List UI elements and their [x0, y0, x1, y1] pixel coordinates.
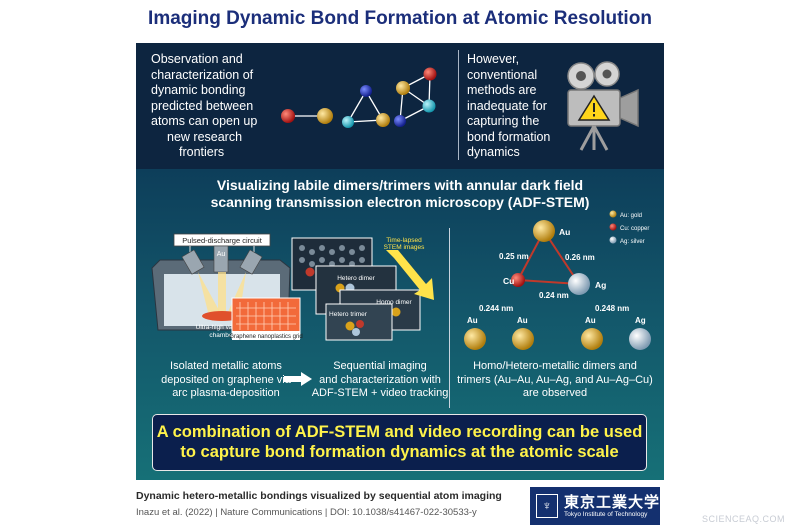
method-divider	[449, 228, 450, 408]
dimer-auau-right-label: Au	[517, 316, 528, 325]
method-title: Visualizing labile dimers/trimers with a…	[210, 177, 590, 210]
circuit-label: Pulsed-discharge circuit	[182, 236, 263, 245]
hetero-trimer-label: Hetero trimer	[329, 311, 368, 318]
atom-red	[423, 67, 437, 81]
atom-cyan	[342, 116, 354, 128]
dimer-auau-left-atom	[464, 328, 486, 350]
legend-silver-label: Ag: silver	[620, 239, 645, 245]
atom-cyan	[422, 99, 436, 113]
chamber-label: Ultra-high vacuum	[196, 324, 249, 331]
distance-au-ag: 0.26 nm	[565, 253, 595, 262]
trimer-ag-label: Ag	[595, 280, 606, 290]
dimer-auag-right-label: Ag	[635, 316, 646, 325]
hetero-dimer-label: Hetero dimer	[337, 275, 375, 282]
dimer-auag-right-atom	[629, 328, 651, 350]
legend-silver-swatch	[609, 236, 617, 244]
au-source-label: Au	[217, 251, 226, 258]
logo-jp-text: 東京工業大学	[564, 494, 661, 511]
page-title: Imaging Dynamic Bond Formation at Atomic…	[148, 8, 652, 29]
distance-au-au: 0.244 nm	[479, 304, 513, 313]
distance-cu-ag: 0.24 nm	[539, 291, 569, 300]
atom-gold	[317, 108, 333, 124]
dimer-auag-left-atom	[581, 328, 603, 350]
logo-en-text: Tokyo Institute of Technology	[564, 511, 648, 518]
legend-gold-swatch	[609, 210, 617, 218]
atom-blue	[394, 115, 406, 127]
atom-gold	[376, 113, 390, 127]
trimer-ag-atom	[568, 273, 590, 295]
intro-divider	[458, 50, 459, 160]
conclusion-banner: A combination of ADF-STEM and video reco…	[152, 414, 647, 471]
legend-copper-swatch	[609, 223, 617, 231]
trimer-cu-label: Cu	[503, 276, 514, 286]
dimer-auag-left-label: Au	[585, 316, 596, 325]
video-camera-icon	[567, 61, 639, 151]
atom-blue	[360, 85, 372, 97]
molecule-illustration	[281, 67, 437, 128]
atom-red	[281, 109, 295, 123]
svg-text:chamber: chamber	[209, 332, 235, 339]
dimer-auau-left-label: Au	[467, 316, 478, 325]
distance-au-ag-dimer: 0.248 nm	[595, 304, 629, 313]
watermark: SCIENCEAQ.COM	[702, 514, 786, 524]
atom-gold	[396, 81, 410, 95]
timelapse-label: Time-lapsed	[386, 237, 422, 244]
bond-length-diagram: Au: gold Cu: copper Ag: silver Au Cu Ag …	[464, 210, 651, 350]
svg-text:STEM images: STEM images	[384, 244, 426, 251]
trimer-cu-atom	[511, 273, 525, 287]
trimer-au-atom	[533, 220, 555, 242]
grid-label: Graphene nanoplastics grid	[229, 334, 302, 340]
distance-au-cu: 0.25 nm	[499, 252, 529, 261]
trimer-au-label: Au	[559, 227, 570, 237]
legend-gold-label: Au: gold	[620, 213, 642, 219]
paper-title: Dynamic hetero-metallic bondings visuali…	[136, 490, 502, 502]
homo-dimer-label: Homo dimer	[376, 299, 412, 306]
legend-copper-label: Cu: copper	[620, 226, 649, 232]
logo-mark-icon: ♆	[536, 494, 558, 518]
paper-citation: Inazu et al. (2022) | Nature Communicati…	[136, 507, 477, 518]
apparatus-illustration: Pulsed-discharge circuit Au Ultra-high v…	[151, 233, 434, 341]
tokyo-tech-logo: ♆ 東京工業大学 Tokyo Institute of Technology	[530, 487, 660, 525]
dimer-auau-right-atom	[512, 328, 534, 350]
arrow-right-icon	[284, 372, 312, 386]
